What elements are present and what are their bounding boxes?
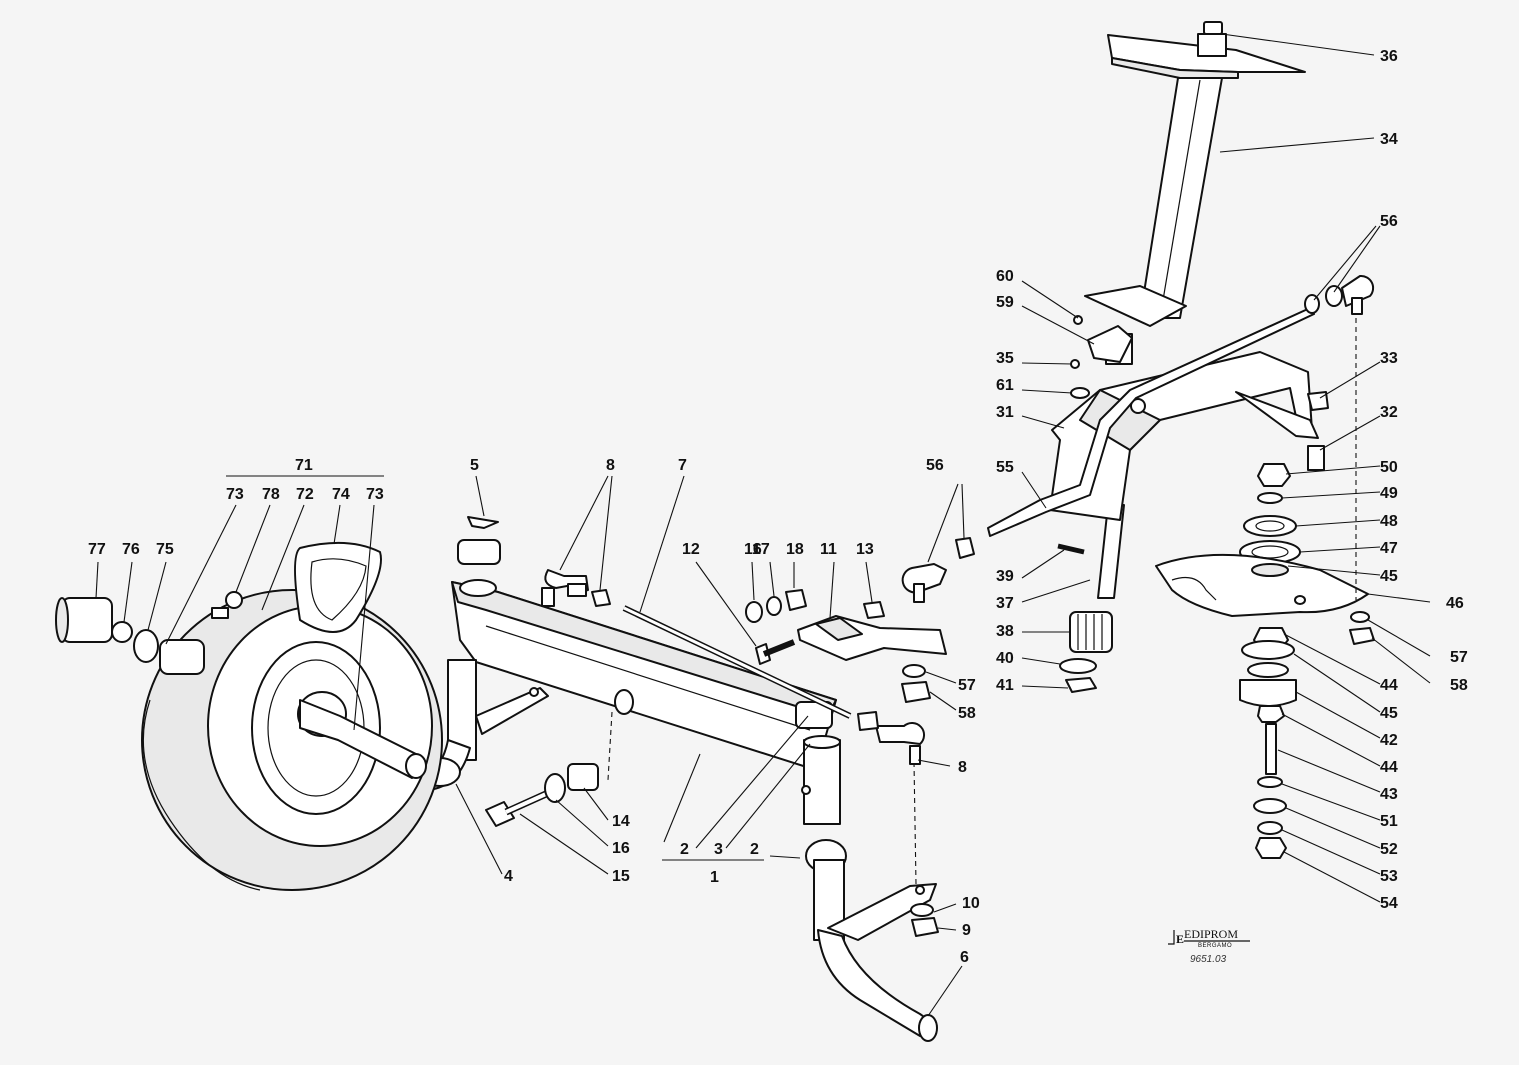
label-41: 41 xyxy=(996,677,1014,694)
label-45-lower: 45 xyxy=(1380,705,1398,722)
label-35: 35 xyxy=(996,350,1014,367)
label-44-lower: 44 xyxy=(1380,759,1398,776)
label-7: 7 xyxy=(678,457,687,474)
label-73-left: 73 xyxy=(226,486,244,503)
label-53: 53 xyxy=(1380,868,1398,885)
label-33: 33 xyxy=(1380,350,1398,367)
label-37: 37 xyxy=(996,595,1014,612)
tie-rod-ends xyxy=(541,537,975,765)
column-hardware xyxy=(1057,274,1375,555)
label-72: 72 xyxy=(296,486,314,503)
label-16-lower: 16 xyxy=(612,840,630,857)
label-73-right: 73 xyxy=(366,486,384,503)
label-39: 39 xyxy=(996,568,1014,585)
label-58-right: 58 xyxy=(1450,677,1468,694)
label-2-left: 2 xyxy=(680,841,689,858)
label-14: 14 xyxy=(612,813,630,830)
label-16-upper: 16 xyxy=(744,541,762,558)
label-56-lower: 56 xyxy=(926,457,944,474)
label-15: 15 xyxy=(612,868,630,885)
label-34: 34 xyxy=(1380,131,1398,148)
label-12: 12 xyxy=(682,541,700,558)
label-77: 77 xyxy=(88,541,106,558)
label-78: 78 xyxy=(262,486,280,503)
label-31: 31 xyxy=(996,404,1014,421)
part-number-labels: 36 34 56 60 59 35 61 33 31 32 50 55 49 4… xyxy=(88,48,1468,966)
tie-rod xyxy=(622,605,852,719)
label-5: 5 xyxy=(470,457,479,474)
label-61: 61 xyxy=(996,377,1014,394)
label-36: 36 xyxy=(1380,48,1398,65)
publisher-city: BERGAMO xyxy=(1198,943,1232,949)
sector-gear-stack xyxy=(1155,318,1375,859)
label-8-upper: 8 xyxy=(606,457,615,474)
label-45-upper: 45 xyxy=(1380,568,1398,585)
right-spindle xyxy=(813,761,939,1042)
label-59: 59 xyxy=(996,294,1014,311)
label-8-lower: 8 xyxy=(958,759,967,776)
label-42: 42 xyxy=(1380,732,1398,749)
label-43: 43 xyxy=(1380,786,1398,803)
label-57-right: 57 xyxy=(1450,649,1468,666)
label-76: 76 xyxy=(122,541,140,558)
label-46: 46 xyxy=(1446,595,1464,612)
hub-bushings xyxy=(55,591,243,675)
label-6: 6 xyxy=(960,949,969,966)
label-52: 52 xyxy=(1380,841,1398,858)
leader-lines xyxy=(95,33,1431,1017)
publisher-logo: E EDIPROM BERGAMO 9651.03 xyxy=(1168,927,1250,965)
axle-pivot-hardware xyxy=(485,763,599,827)
label-50: 50 xyxy=(1380,459,1398,476)
svg-text:E: E xyxy=(1176,932,1184,946)
label-17: 17 xyxy=(752,541,770,558)
label-10: 10 xyxy=(962,895,980,912)
label-9: 9 xyxy=(962,922,971,939)
label-32: 32 xyxy=(1380,404,1398,421)
label-40: 40 xyxy=(996,650,1014,667)
label-44-upper: 44 xyxy=(1380,677,1398,694)
label-18: 18 xyxy=(786,541,804,558)
label-3: 3 xyxy=(714,841,723,858)
label-58-mid: 58 xyxy=(958,705,976,722)
publisher-name: EDIPROM xyxy=(1184,927,1238,941)
label-75: 75 xyxy=(156,541,174,558)
label-57-mid: 57 xyxy=(958,677,976,694)
label-60: 60 xyxy=(996,268,1014,285)
label-51: 51 xyxy=(1380,813,1398,830)
label-48: 48 xyxy=(1380,513,1398,530)
label-4: 4 xyxy=(504,868,513,885)
label-38: 38 xyxy=(996,623,1014,640)
steering-column xyxy=(1059,21,1306,693)
label-71: 71 xyxy=(295,457,313,474)
label-13: 13 xyxy=(856,541,874,558)
drawing-code: 9651.03 xyxy=(1190,954,1227,965)
label-11: 11 xyxy=(820,541,837,558)
label-49: 49 xyxy=(1380,485,1398,502)
label-55: 55 xyxy=(996,459,1014,476)
front-wheel xyxy=(141,541,443,891)
label-47: 47 xyxy=(1380,540,1398,557)
label-2-right: 2 xyxy=(750,841,759,858)
steering-rod xyxy=(987,307,1315,537)
label-56-upper: 56 xyxy=(1380,213,1398,230)
label-74: 74 xyxy=(332,486,350,503)
label-1: 1 xyxy=(710,869,719,886)
label-54: 54 xyxy=(1380,895,1398,912)
